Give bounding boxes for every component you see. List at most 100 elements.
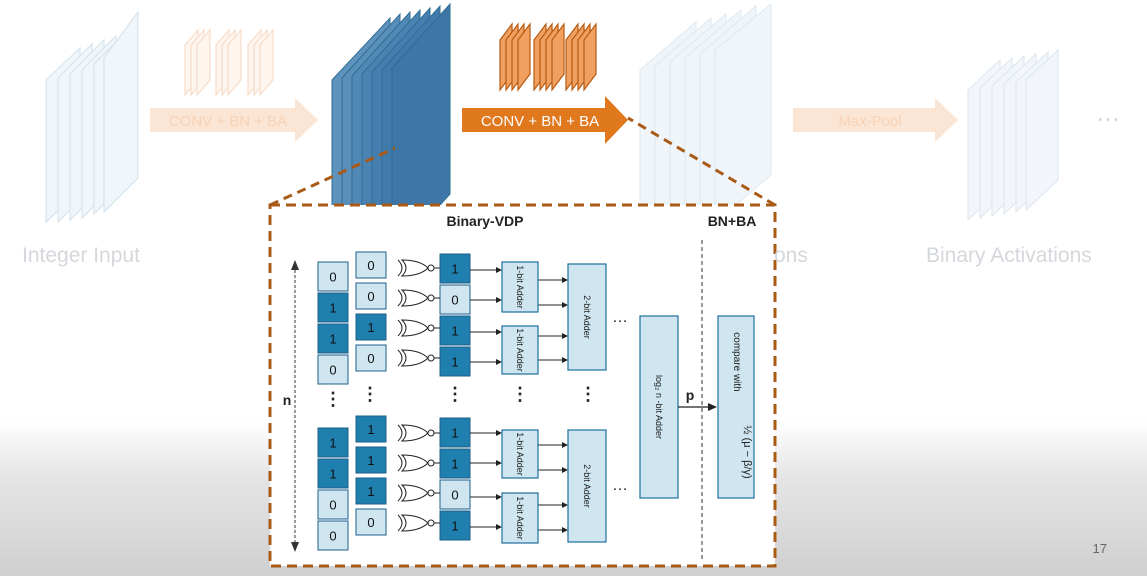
integer-input-stack xyxy=(45,10,139,224)
wire-arrowhead xyxy=(562,502,568,508)
one-bit-adder-label: 1-bit Adder xyxy=(515,496,525,540)
vdots: ⋮ xyxy=(579,384,597,404)
wire-arrowhead xyxy=(562,333,568,339)
zoom-line-right xyxy=(627,116,776,207)
two-bit-adder-label: 2-bit Adder xyxy=(582,464,592,508)
wire-arrowhead xyxy=(496,359,502,365)
column-c-top-value: 0 xyxy=(451,293,458,308)
xnor-gate xyxy=(397,484,440,502)
intermediate-stack-faded xyxy=(639,2,772,245)
column-a-top-value: 0 xyxy=(329,270,336,285)
vdots: ⋮ xyxy=(361,384,379,404)
arrow-conv-faded xyxy=(150,98,318,142)
compare-box xyxy=(717,315,755,499)
column-a-bottom-value: 0 xyxy=(329,498,336,513)
bn-ba-title: BN+BA xyxy=(708,213,757,229)
column-a-top-value: 1 xyxy=(329,332,336,347)
column-a-top-cell xyxy=(317,323,349,354)
column-c-bottom-cell xyxy=(439,510,471,541)
xnor-gate xyxy=(397,319,440,337)
column-b-bottom-value: 0 xyxy=(367,515,374,530)
column-b-bottom-cell xyxy=(355,508,387,536)
wire-arrowhead xyxy=(562,302,568,308)
one-bit-adder xyxy=(501,429,539,479)
wire-arrowhead xyxy=(562,357,568,363)
column-a-top-value: 1 xyxy=(329,301,336,316)
wire-arrowhead xyxy=(496,430,502,436)
wire-arrowhead xyxy=(562,277,568,283)
binary-activations-label: Binary Activations xyxy=(926,244,1092,267)
xnor-gate xyxy=(397,514,440,532)
p-label: p xyxy=(686,387,695,403)
faded-filter-group xyxy=(184,28,274,97)
one-bit-adder xyxy=(501,261,539,313)
filter-group xyxy=(499,22,597,92)
arrow-conv-active xyxy=(462,96,628,144)
arrow2-label: CONV + BN + BA xyxy=(481,113,599,130)
column-c-top-value: 1 xyxy=(451,355,458,370)
column-b-bottom-value: 1 xyxy=(367,484,374,499)
wire-arrowhead xyxy=(496,460,502,466)
column-b-top-cell xyxy=(355,282,387,310)
column-b-top-value: 0 xyxy=(367,351,374,366)
column-b-bottom-cell xyxy=(355,446,387,474)
column-b-bottom-value: 1 xyxy=(367,453,374,468)
arrow-maxpool-faded xyxy=(793,98,958,142)
binary-activation-stack xyxy=(967,48,1059,222)
column-b-top-cell xyxy=(355,251,387,279)
column-b-top-cell xyxy=(355,313,387,341)
wire-arrowhead xyxy=(496,267,502,273)
xnor-gate xyxy=(397,289,440,307)
column-b-top-value: 0 xyxy=(367,289,374,304)
column-b-bottom-cell xyxy=(355,477,387,505)
column-a-top-cell xyxy=(317,292,349,323)
feature-map-stack xyxy=(331,2,451,270)
wire-arrowhead xyxy=(562,467,568,473)
column-a-bottom-value: 0 xyxy=(329,529,336,544)
wire-arrowhead xyxy=(496,329,502,335)
column-c-bottom-value: 1 xyxy=(451,519,458,534)
column-c-bottom-cell xyxy=(439,417,471,448)
column-c-top-value: 1 xyxy=(451,262,458,277)
column-c-top-cell xyxy=(439,315,471,346)
xnor-gate xyxy=(397,349,440,367)
xnor-gate xyxy=(397,259,440,277)
column-b-top-value: 0 xyxy=(367,258,374,273)
column-b-top-value: 1 xyxy=(367,320,374,335)
column-a-top-cell xyxy=(317,354,349,385)
n-label: n xyxy=(283,392,292,408)
compare-label: compare with xyxy=(731,332,742,391)
hdots-top: … xyxy=(612,309,628,326)
vdots: ⋮ xyxy=(511,384,529,404)
more-layers-ellipsis: ... xyxy=(1097,100,1121,127)
arrow1-label: CONV + BN + BA xyxy=(169,113,287,130)
wire-arrowhead xyxy=(496,524,502,530)
one-bit-adder xyxy=(501,492,539,544)
hdots-bottom: … xyxy=(612,477,628,494)
column-a-bottom-value: 1 xyxy=(329,467,336,482)
vdots: ⋮ xyxy=(324,389,342,409)
column-a-bottom-cell xyxy=(317,520,349,551)
two-bit-adder-label: 2-bit Adder xyxy=(582,295,592,339)
xnor-gate xyxy=(397,454,440,472)
one-bit-adder xyxy=(501,325,539,375)
two-bit-adder xyxy=(567,263,607,371)
column-c-bottom-value: 1 xyxy=(451,426,458,441)
column-a-bottom-value: 1 xyxy=(329,436,336,451)
column-a-top-value: 0 xyxy=(329,363,336,378)
log-adder-label: log₂ n -bit Adder xyxy=(654,375,664,439)
xnor-gate xyxy=(397,424,440,442)
log-adder xyxy=(639,315,679,499)
column-a-top-cell xyxy=(317,261,349,292)
column-a-bottom-cell xyxy=(317,489,349,520)
column-c-top-cell xyxy=(439,346,471,377)
zoom-line-left xyxy=(269,146,396,207)
wire-arrowhead xyxy=(496,494,502,500)
column-a-bottom-cell xyxy=(317,458,349,489)
column-b-top-cell xyxy=(355,344,387,372)
two-bit-adder xyxy=(567,429,607,543)
binary-vdp-title: Binary-VDP xyxy=(446,213,523,229)
column-c-top-value: 1 xyxy=(451,324,458,339)
